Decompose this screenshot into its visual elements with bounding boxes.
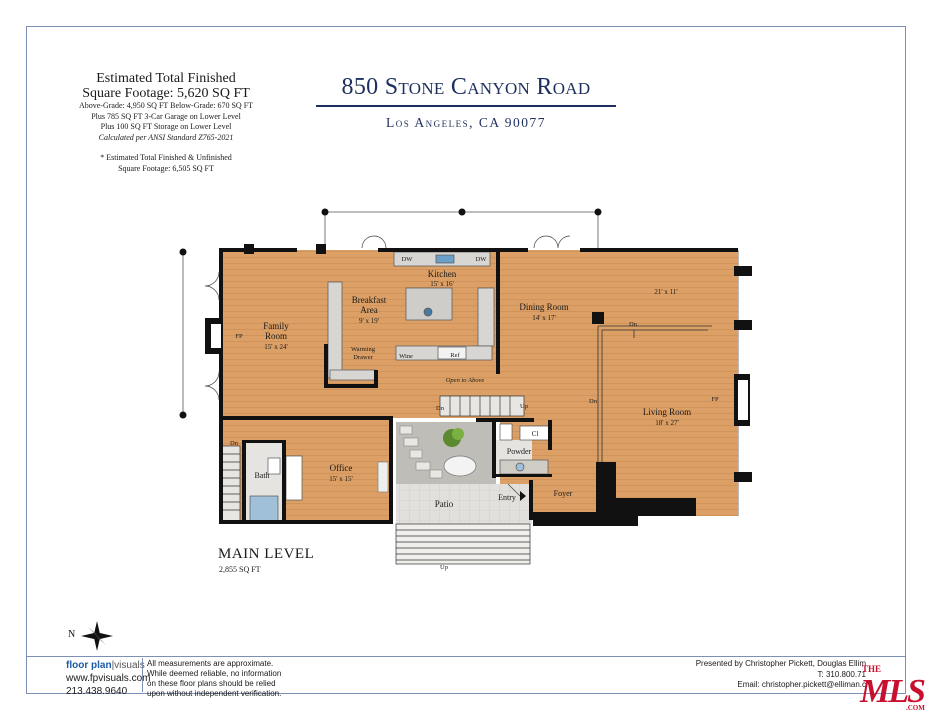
dishwasher-label-1: DW <box>402 256 414 263</box>
sqft-note-2: Square Footage: 6,505 SQ FT <box>118 163 214 173</box>
fireplace-label-family: FP <box>235 333 243 340</box>
dining-room-dim: 14' x 17' <box>532 314 556 322</box>
warming-drawer-label-1: Warming <box>351 346 376 353</box>
sqft-line-3: Plus 100 SQ FT Storage on Lower Level <box>100 122 232 131</box>
sqft-line-2: Plus 785 SQ FT 3-Car Garage on Lower Lev… <box>91 111 241 121</box>
ref-label: Ref <box>450 352 460 359</box>
disclaimer-line-4: upon without independent verification. <box>147 689 282 698</box>
page-frame <box>26 26 906 694</box>
brand-bold: floor plan <box>66 660 112 671</box>
sqft-line-4: Calculated per ANSI Standard Z765-2021 <box>98 132 234 142</box>
address-rule <box>316 105 616 107</box>
breakfast-label-2: Area <box>360 305 378 315</box>
living-room-dim: 18' x 27' <box>655 419 679 427</box>
compass-rose-icon: N <box>68 621 113 651</box>
kitchen-label: Kitchen <box>428 269 457 279</box>
entry-label: Entry <box>498 493 516 502</box>
sqft-heading-2: Square Footage: 5,620 SQ FT <box>82 86 250 101</box>
stair-rail <box>597 325 712 498</box>
brand-website: www.fpvisuals.com <box>66 673 151 684</box>
open-to-above-label: Open to Above <box>446 377 485 384</box>
city-line: Los Angeles, CA 90077 <box>385 114 546 130</box>
dishwasher-label-2: DW <box>476 256 488 263</box>
agent-phone: T: 310.800.71 <box>817 669 866 679</box>
disclaimer: All measurements are approximate. While … <box>147 659 307 699</box>
breakfast-dim: 9' x 19' <box>359 317 379 325</box>
brand-phone: 213.438.9640 <box>66 686 128 697</box>
staircases <box>221 395 531 565</box>
stair-dn-label-living: Dn <box>629 321 638 328</box>
footer-rule <box>26 656 906 657</box>
disclaimer-line-1: All measurements are approximate. <box>147 659 274 668</box>
family-room-label-1: Family <box>263 321 289 331</box>
breakfast-label-1: Breakfast <box>352 295 387 305</box>
brand-rest: visuals <box>114 660 145 671</box>
footer-divider <box>142 658 143 692</box>
level-sqft: 2,855 SQ FT <box>219 565 261 574</box>
fixture-labels: FP FP DW DW Wine Ref Warming Drawer Open… <box>230 256 719 571</box>
bath-label: Bath <box>254 471 269 480</box>
office-label: Office <box>330 463 353 473</box>
agent-email: Email: christopher.pickett@elliman.c <box>737 680 866 689</box>
family-room-label-2: Room <box>265 331 287 341</box>
stair-dn-label-living-2: Dn <box>589 398 598 405</box>
stair-dn-label-kitchen: Dn <box>436 405 445 412</box>
family-room-dim: 15' x 24' <box>264 343 288 351</box>
walls <box>205 244 752 526</box>
disclaimer-line-3: on these floor plans should be relied <box>147 679 276 688</box>
square-footage-block: Estimated Total Finished Square Footage:… <box>62 71 270 174</box>
patio-features <box>399 425 477 479</box>
sqft-note-1: * Estimated Total Finished & Unfinished <box>100 153 232 162</box>
powder-label: Powder <box>507 447 532 456</box>
terrace-posts <box>179 208 602 419</box>
foyer-label: Foyer <box>554 489 573 498</box>
stair-up-label-patio: Up <box>440 564 448 571</box>
dining-room-label: Dining Room <box>519 302 568 312</box>
office-dim: 15' x 15' <box>329 475 353 483</box>
living-room-label: Living Room <box>643 407 691 417</box>
fireplace-label-living: FP <box>711 396 719 403</box>
wine-label: Wine <box>399 353 413 360</box>
sqft-heading-1: Estimated Total Finished <box>96 71 236 86</box>
mls-logo-icon: MLS THE .COM <box>859 664 927 712</box>
extra-room-dim: 21' x 11' <box>654 288 677 296</box>
presented-by: Presented by Christopher Pickett, Dougla… <box>695 659 866 668</box>
bath-fixtures <box>249 423 551 523</box>
kitchen-fixtures <box>327 251 495 381</box>
compass-north-label: N <box>68 629 75 640</box>
stair-up-label-kitchen: Up <box>520 403 528 410</box>
address-block: 850 Stone Canyon Road Los Angeles, CA 90… <box>316 74 616 131</box>
patio-label: Patio <box>435 499 454 509</box>
disclaimer-line-2: While deemed reliable, no information <box>147 669 282 678</box>
stair-dn-label-west: Dn <box>230 440 239 447</box>
warming-drawer-label-2: Drawer <box>353 354 373 361</box>
entry-arrow <box>520 491 526 501</box>
svg-text:THE: THE <box>862 664 881 674</box>
compass: N <box>66 619 116 658</box>
svg-text:MLS: MLS <box>859 673 925 710</box>
floorplan-visuals-logo: floor plan|visuals www.fpvisuals.com 213… <box>66 659 150 698</box>
office-furniture <box>377 461 389 493</box>
brand-separator: | <box>111 660 115 671</box>
doors <box>204 235 571 497</box>
mls-domain: .COM <box>906 704 925 712</box>
mls-watermark-logo: MLS THE .COM <box>859 664 927 712</box>
kitchen-dim: 15' x 16' <box>430 280 454 288</box>
closet-label: Cl <box>532 430 539 438</box>
room-labels: Family Room 15' x 24' Breakfast Area 9' … <box>254 269 691 509</box>
agent-info: Presented by Christopher Pickett, Dougla… <box>694 659 866 691</box>
level-title: MAIN LEVEL <box>218 546 315 562</box>
street-address: 850 Stone Canyon Road <box>341 74 591 100</box>
sqft-line-1: Above-Grade: 4,950 SQ FT Below-Grade: 67… <box>78 101 254 110</box>
